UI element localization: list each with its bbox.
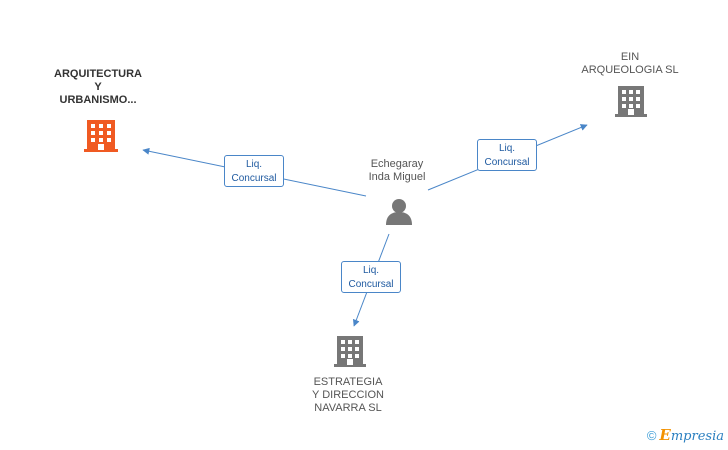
building-icon[interactable] bbox=[334, 336, 366, 367]
brand-initial: E bbox=[659, 426, 671, 444]
person-name-label[interactable]: Echegaray Inda Miguel bbox=[368, 158, 426, 183]
edge-label-line1: Liq. bbox=[362, 265, 380, 276]
brand-name: mpresia bbox=[670, 429, 724, 444]
building-icon[interactable] bbox=[84, 120, 118, 152]
edge-label-ein[interactable]: Liq. Concursal bbox=[477, 139, 537, 171]
edge-label-arquitectura[interactable]: Liq. Concursal bbox=[224, 155, 284, 187]
company-name-arquitectura[interactable]: ARQUITECTURA Y URBANISMO... bbox=[54, 68, 142, 106]
edge-label-line1: Liq. bbox=[498, 143, 516, 154]
edge-label-line2: Concursal bbox=[231, 173, 277, 184]
edge-label-estrategia[interactable]: Liq. Concursal bbox=[341, 261, 401, 293]
person-icon[interactable] bbox=[386, 199, 412, 225]
empresia-logo[interactable]: ©Empresia bbox=[647, 426, 724, 444]
edge-label-line2: Concursal bbox=[484, 157, 530, 168]
edge-label-line2: Concursal bbox=[348, 279, 394, 290]
company-name-ein[interactable]: EIN ARQUEOLOGIA SL bbox=[581, 51, 679, 76]
edge-label-line1: Liq. bbox=[245, 159, 263, 170]
building-icon[interactable] bbox=[615, 86, 647, 117]
company-name-estrategia[interactable]: ESTRATEGIA Y DIRECCION NAVARRA SL bbox=[312, 376, 384, 414]
copyright-symbol: © bbox=[646, 428, 657, 443]
